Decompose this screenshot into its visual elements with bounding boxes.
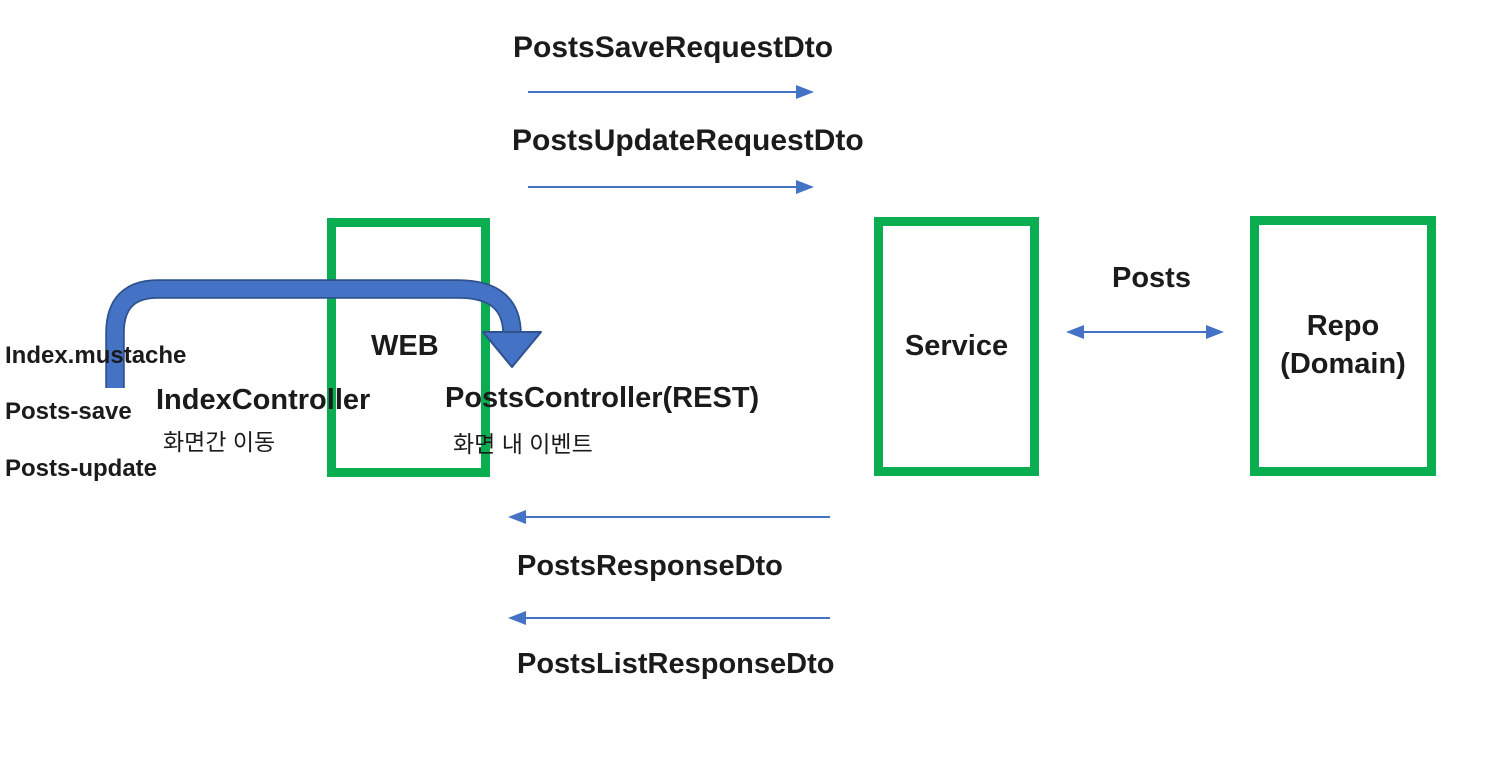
- list-response-arrow-icon: [508, 611, 830, 625]
- response-arrow-icon: [508, 510, 830, 524]
- save-request-arrow-icon: [528, 85, 814, 99]
- list-response-dto-label: PostsListResponseDto: [517, 648, 835, 680]
- web-box-title: WEB: [371, 330, 439, 362]
- repo-box-title-line2: (Domain): [1280, 348, 1406, 380]
- posts-controller-label: PostsController(REST): [445, 382, 760, 414]
- service-box-title: Service: [904, 329, 1009, 362]
- posts-controller-note: 화면 내 이벤트: [453, 431, 593, 457]
- save-request-dto-label: PostsSaveRequestDto: [513, 31, 834, 64]
- repo-box-title-line1: Repo: [1306, 310, 1380, 343]
- update-request-dto-label: PostsUpdateRequestDto: [512, 124, 864, 157]
- service-repo-arrow-icon: [1066, 325, 1224, 339]
- index-controller-label: IndexController: [156, 384, 371, 416]
- index-mustache-label: Index.mustache: [5, 342, 187, 369]
- response-dto-label: PostsResponseDto: [517, 550, 783, 582]
- index-controller-note: 화면간 이동: [163, 429, 276, 455]
- repo-box-title: Repo (Domain): [1280, 308, 1406, 383]
- repo-box: Repo (Domain): [1250, 216, 1436, 476]
- posts-save-label: Posts-save: [5, 398, 132, 425]
- posts-update-label: Posts-update: [5, 455, 158, 482]
- update-request-arrow-icon: [528, 180, 814, 194]
- service-box: Service: [874, 217, 1039, 476]
- service-repo-link-label: Posts: [1112, 262, 1191, 294]
